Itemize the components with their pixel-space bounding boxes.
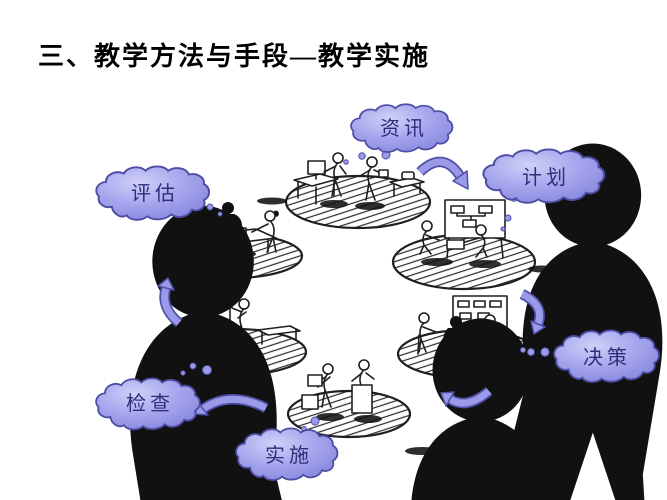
- scene-implementation: [286, 359, 412, 439]
- bystander-silhouette-right-of-implementation: [405, 447, 439, 455]
- stage-inspection: 检查: [95, 377, 201, 431]
- bench: [257, 325, 301, 336]
- stage-label-decision: 决策: [583, 346, 631, 369]
- seated-figure: [446, 224, 488, 258]
- arrow-information-to-planning: [416, 156, 469, 190]
- stage-implementation: 实施: [235, 427, 339, 481]
- scene-information: [284, 152, 432, 230]
- seated-figure: [251, 210, 279, 253]
- stage-evaluation: 评估: [95, 165, 211, 221]
- stage-label-inspection: 检查: [126, 392, 174, 415]
- seated-figure: [419, 220, 440, 255]
- arrow-decision-to-implementation: [440, 386, 493, 409]
- slide-title: 三、教学方法与手段—教学实施: [38, 42, 431, 71]
- stage-planning: 计划: [482, 148, 606, 204]
- arrow-planning-to-decision: [519, 289, 546, 335]
- worker-figure: [323, 152, 347, 197]
- worker-figure: [307, 363, 334, 408]
- phone-icon: [401, 171, 415, 180]
- crate: [301, 394, 319, 410]
- arrow-inspection-to-evaluation: [157, 277, 183, 328]
- bystander-silhouette-right-of-planning: [130, 205, 556, 500]
- stage-label-information: 资讯: [380, 117, 428, 140]
- thought-dots-inspection: [180, 362, 212, 376]
- worker-figure: [351, 359, 375, 386]
- computer-icon: [307, 160, 326, 175]
- bystander-silhouette-top-left: [257, 143, 663, 500]
- document: [446, 239, 465, 250]
- desk: [293, 173, 339, 187]
- stage-information: 资讯: [350, 103, 454, 153]
- stage-label-planning: 计划: [522, 166, 570, 189]
- worker-figure: [359, 156, 389, 201]
- stage-label-evaluation: 评估: [131, 182, 179, 205]
- stage-decision: 决策: [553, 329, 660, 383]
- standing-figure: [417, 312, 437, 355]
- podium: [351, 384, 373, 414]
- thought-dots-decision: [520, 347, 550, 357]
- computer-icon: [307, 374, 323, 387]
- scene-planning: [391, 199, 537, 291]
- thought-dots-information: [343, 150, 391, 165]
- stage-label-implementation: 实施: [265, 444, 313, 467]
